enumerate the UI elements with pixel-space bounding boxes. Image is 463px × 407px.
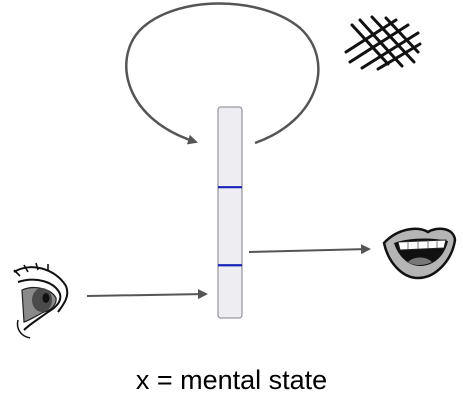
input-arrow xyxy=(86,289,208,300)
output-arrow xyxy=(248,244,371,255)
tape-markers xyxy=(218,186,242,267)
eye-icon xyxy=(13,262,69,339)
diagram-caption: x = mental state xyxy=(135,365,328,395)
crosshatch-icon xyxy=(344,15,422,71)
mouth-icon xyxy=(382,227,457,280)
loop-arrow xyxy=(125,2,320,145)
state-tape xyxy=(217,106,243,319)
